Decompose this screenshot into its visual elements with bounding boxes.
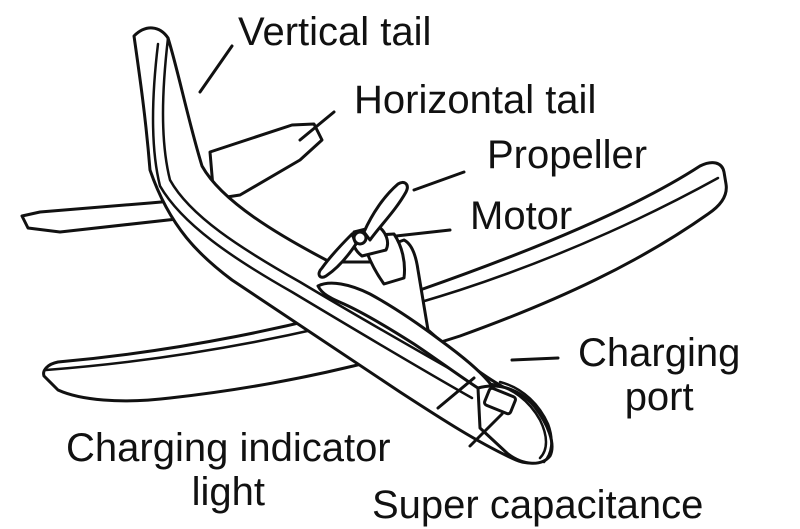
propeller-blade-top bbox=[362, 180, 409, 242]
leader-horizontal-tail bbox=[298, 110, 336, 142]
propeller-blade-bottom bbox=[317, 232, 358, 279]
label-charging-port-line2: port bbox=[624, 375, 694, 419]
label-charging-port: Charging port bbox=[578, 331, 740, 419]
label-motor: Motor bbox=[470, 194, 573, 238]
leader-charging-port bbox=[510, 356, 560, 362]
leader-vertical-tail bbox=[198, 44, 234, 94]
leader-super-capacitance bbox=[468, 412, 504, 448]
label-super-capacitance: Super capacitance bbox=[372, 483, 704, 527]
label-propeller: Propeller bbox=[487, 133, 648, 177]
nose-plate-layer-1 bbox=[488, 382, 548, 460]
label-charging-indicator-line1: Charging indicator bbox=[66, 426, 391, 470]
label-charging-indicator-light: Charging indicator light bbox=[66, 426, 391, 514]
label-vertical-tail: Vertical tail bbox=[238, 10, 432, 54]
super-capacitance-box bbox=[483, 386, 517, 416]
nose-plate-layer-2 bbox=[498, 380, 553, 464]
wing-edge-line bbox=[44, 176, 720, 372]
fuselage-outline-mid bbox=[151, 42, 474, 400]
leader-propeller bbox=[412, 170, 466, 192]
label-charging-port-line1: Charging bbox=[578, 331, 741, 375]
propeller-hub bbox=[352, 230, 368, 246]
main-wing bbox=[42, 161, 728, 403]
leader-charging-indicator bbox=[436, 376, 476, 410]
label-charging-indicator-line2: light bbox=[191, 470, 266, 514]
leader-motor bbox=[394, 228, 452, 238]
label-horizontal-tail: Horizontal tail bbox=[354, 78, 597, 122]
